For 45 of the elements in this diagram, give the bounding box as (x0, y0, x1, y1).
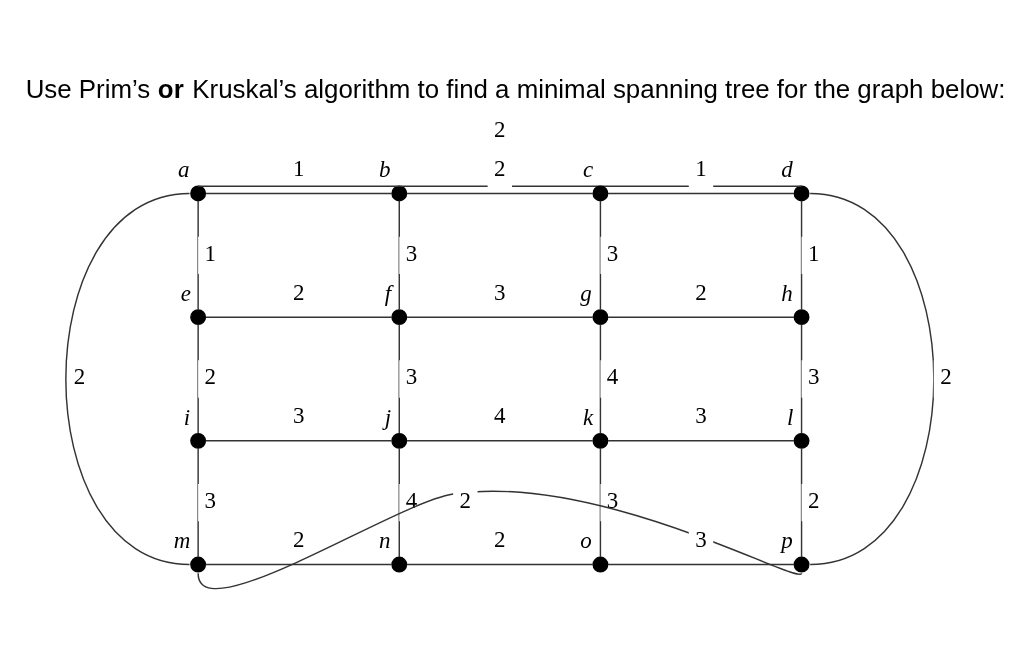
node-label: c (583, 157, 594, 183)
edge-label: 3 (695, 403, 707, 429)
edge-label: 2 (204, 364, 217, 390)
edge-label: 3 (405, 364, 418, 390)
edge-label: 2 (808, 488, 820, 514)
edge-label: 2 (494, 526, 506, 552)
node-label: f (384, 281, 392, 307)
node-label: a (177, 157, 190, 183)
edge-label: 3 (204, 488, 217, 514)
node-label: m (173, 528, 191, 554)
node-label: h (781, 281, 793, 307)
edge-label: 1 (292, 155, 305, 181)
edge-label: 2 (494, 155, 506, 181)
node-label: n (379, 528, 391, 554)
edge-label: 2 (695, 279, 707, 305)
edge-label: 3 (292, 403, 305, 429)
diagram-title: Use Prim’s or Kruskal’s algorithm to find a minimal spanning tree for the graph below: (25, 74, 1006, 103)
edge-label: 3 (405, 240, 418, 266)
node-label: g (580, 281, 592, 307)
edge-label: 3 (606, 488, 619, 514)
edge-label: 3 (808, 364, 820, 390)
edge-label: 4 (494, 403, 506, 429)
node-label: k (583, 404, 594, 430)
edge-label: 4 (606, 364, 619, 390)
edge-label: 2 (940, 364, 952, 390)
edge-label: 3 (695, 526, 707, 552)
edge-label: 3 (606, 240, 619, 266)
node-label: p (781, 528, 793, 554)
edge-label: 2 (459, 488, 472, 514)
edge-label: 2 (292, 526, 305, 552)
edge-label: 4 (405, 488, 418, 514)
edge-label: 3 (494, 279, 506, 305)
edge-label: 1 (695, 155, 707, 181)
edge-label: 2 (73, 364, 86, 390)
node-label: j (384, 404, 392, 430)
node-label: l (787, 404, 794, 430)
edge-label: 2 (494, 117, 506, 143)
node-label: d (781, 157, 793, 183)
node-label: i (183, 404, 191, 430)
edge-label: 2 (292, 279, 305, 305)
node-label: b (379, 157, 391, 183)
node-label: e (180, 281, 192, 307)
node-label: o (580, 528, 592, 554)
edge-label: 1 (808, 240, 820, 266)
edge-label: 1 (204, 240, 217, 266)
